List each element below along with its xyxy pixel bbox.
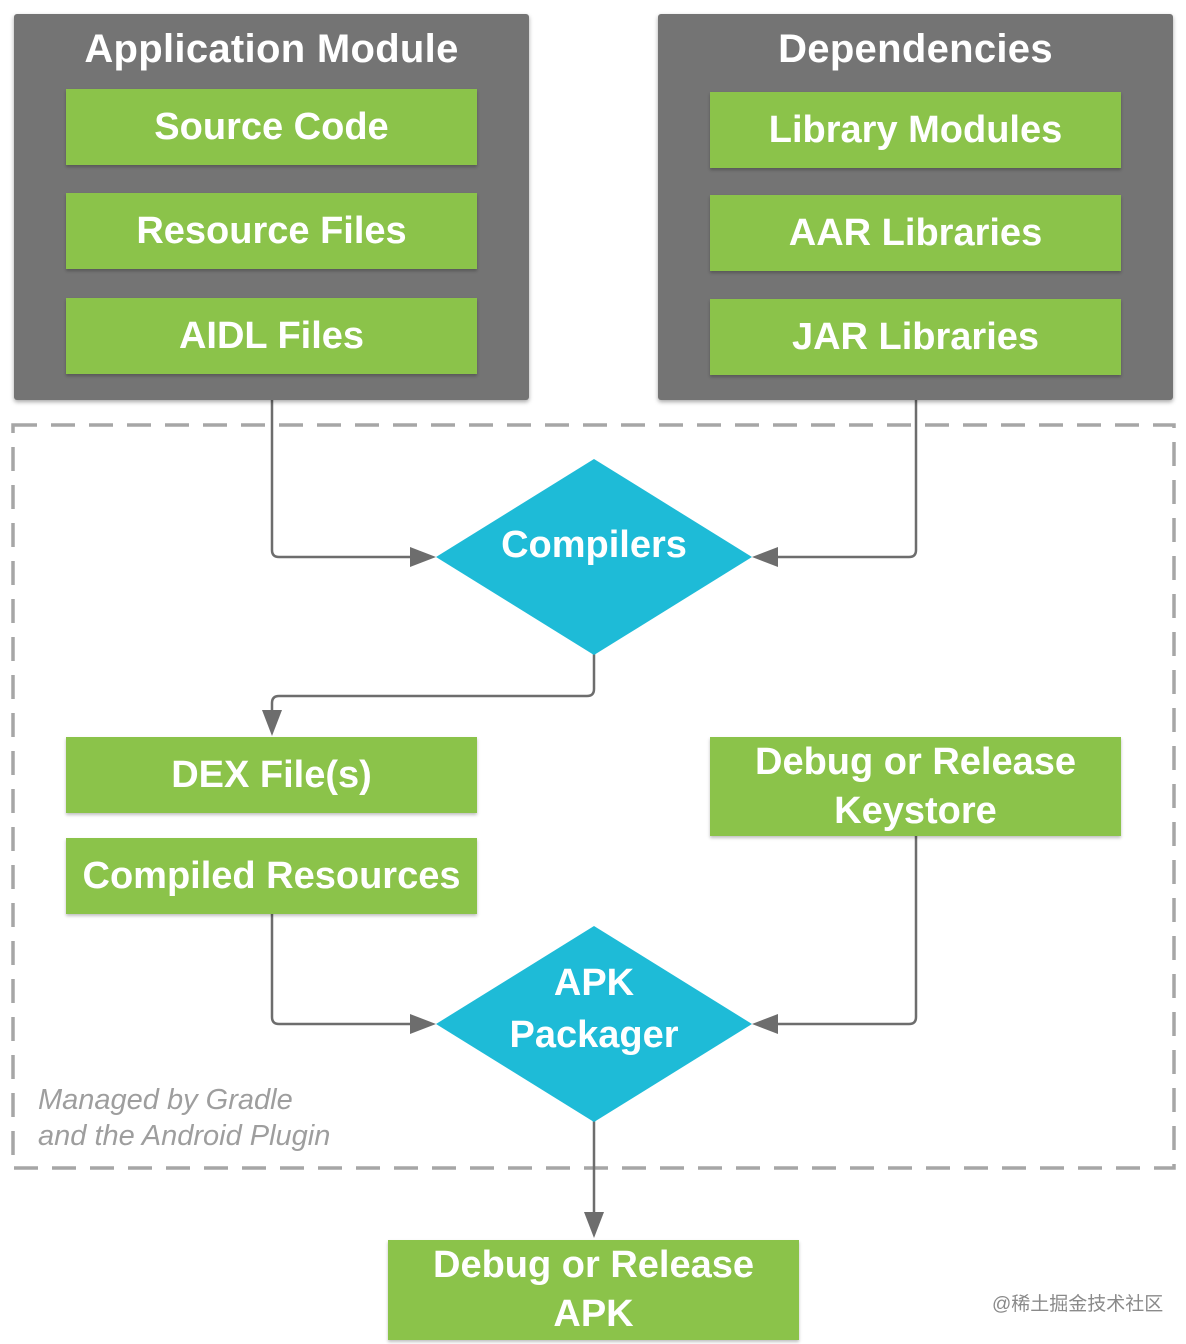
apk-packager-label-line2: Packager [509, 1014, 679, 1057]
jar-libraries-label: JAR Libraries [791, 315, 1040, 358]
aidl-files-label: AIDL Files [178, 314, 365, 357]
arrowhead-deps-to-compilers [752, 547, 778, 567]
connector-resources-to-packager [270, 914, 410, 1026]
arrowhead-compilers-to-dex [262, 710, 282, 736]
keystore-label-line1: Debug or Release [755, 740, 1076, 783]
connector-deps-to-compilers [778, 400, 918, 559]
library-modules-label: Library Modules [768, 108, 1063, 151]
dex-files-label: DEX File(s) [171, 753, 372, 796]
managed-note-line2: and the Android Plugin [38, 1120, 331, 1153]
jar-libraries-box: JAR Libraries [710, 299, 1121, 375]
resource-files-box: Resource Files [66, 193, 477, 269]
connector-keystore-to-packager [778, 836, 918, 1026]
output-apk-label-line1: Debug or Release [433, 1244, 754, 1287]
dependencies-title: Dependencies [778, 27, 1053, 71]
source-code-label: Source Code [154, 105, 389, 148]
arrowhead-app-to-compilers [410, 547, 436, 567]
resource-files-label: Resource Files [136, 209, 407, 252]
aar-libraries-box: AAR Libraries [710, 195, 1121, 271]
apk-packager-label: APK Packager [436, 957, 752, 1062]
arrowhead-keystore-to-packager [752, 1014, 778, 1034]
library-modules-box: Library Modules [710, 92, 1121, 168]
arrowhead-resources-to-packager [410, 1014, 436, 1034]
connector-compilers-to-dex [270, 652, 596, 712]
aidl-files-box: AIDL Files [66, 298, 477, 374]
dex-files-box: DEX File(s) [66, 737, 477, 813]
keystore-label-line2: Keystore [834, 789, 997, 832]
compiled-resources-label: Compiled Resources [82, 854, 461, 897]
output-apk-label-line2: APK [553, 1293, 634, 1335]
apk-packager-label-line1: APK [553, 962, 635, 1004]
output-apk-box: Debug or Release APK [388, 1240, 799, 1340]
compilers-diamond [436, 459, 752, 655]
compilers-label: Compilers [501, 524, 687, 566]
managed-by-gradle-note: Managed by Gradle and the Android Plugin [38, 1082, 330, 1155]
application-module-title: Application Module [84, 27, 459, 71]
apk-packager-diamond [436, 926, 752, 1122]
watermark-text: @稀土掘金技术社区 [992, 1294, 1164, 1315]
source-code-box: Source Code [66, 89, 477, 165]
connector-app-to-compilers [270, 400, 410, 559]
managed-note-line1: Managed by Gradle [38, 1084, 293, 1116]
arrowhead-packager-to-apk [584, 1212, 604, 1238]
compiled-resources-box: Compiled Resources [66, 838, 477, 914]
aar-libraries-label: AAR Libraries [788, 211, 1043, 254]
keystore-box: Debug or Release Keystore [710, 737, 1121, 836]
